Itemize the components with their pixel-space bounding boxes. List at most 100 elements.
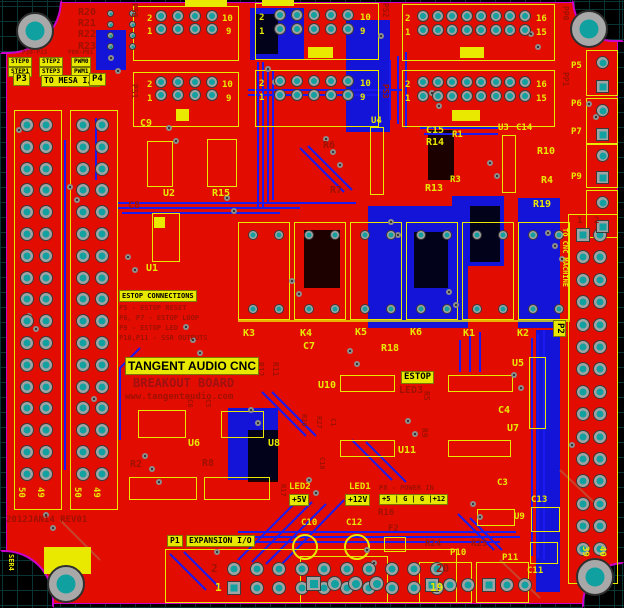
pads-p4-pin[interactable] [95,270,109,285]
pads-k5-pin[interactable] [360,304,370,314]
pads-p2-pin[interactable] [576,272,590,287]
pads-ps3-pin[interactable] [325,89,337,101]
pads-p3-pin[interactable] [39,423,53,438]
pads-p2-pin[interactable] [576,474,590,489]
rnet-left[interactable] [129,477,197,500]
pads-p2-pin[interactable] [576,250,590,265]
relay-k4[interactable] [294,222,346,320]
pads-p2-pin[interactable] [576,429,590,444]
pads-pp0-pin[interactable] [431,10,444,22]
ic-u5[interactable] [529,357,546,429]
pads-pp0-pin[interactable] [446,10,458,22]
pads-p4-pin[interactable] [95,183,109,198]
relay-k3[interactable] [238,222,290,320]
relay-k1[interactable] [462,222,514,320]
pads-p2-pin[interactable] [593,429,607,444]
pads-ps3-pin[interactable] [274,75,286,87]
pads-ps1-pin[interactable] [189,76,201,88]
pads-p4-pin[interactable] [95,466,109,481]
pads-p4-pin[interactable] [76,401,90,416]
ic-u4[interactable] [370,127,384,195]
pads-r20-r23-pin[interactable] [129,10,136,17]
pads-p4-pin[interactable] [95,292,109,307]
pads-p3-pin[interactable] [39,445,53,459]
pads-p4-pin[interactable] [95,423,109,438]
term-p5[interactable] [586,50,618,96]
pads-pp0-pin[interactable] [475,24,487,36]
pads-ps0-pin[interactable] [172,23,184,35]
pads-ps2-pin[interactable] [325,9,337,21]
pads-p10-pin[interactable] [443,578,457,592]
pads-ps3-pin[interactable] [325,75,337,87]
pads-ps2-pin[interactable] [308,23,320,35]
pads-p1-pin[interactable] [227,562,241,576]
rnet-r15[interactable] [207,139,237,187]
pads-p2-pin[interactable] [593,317,607,332]
relay-k5[interactable] [350,222,402,320]
pads-p2-pin[interactable] [576,228,590,242]
pads-p3-pin[interactable] [20,270,34,285]
pads-p3-pin[interactable] [39,183,53,198]
pads-pp1-pin[interactable] [460,90,473,102]
pcb-board[interactable] [6,2,618,604]
pads-ps1-pin[interactable] [172,76,184,88]
pads-k5-pin[interactable] [386,304,396,314]
pads-p2-pin[interactable] [593,295,607,310]
cap-c11[interactable] [530,542,558,564]
pads-pp0-pin[interactable] [504,24,516,36]
pads-pp0-pin[interactable] [446,24,458,36]
ic-u10[interactable] [340,375,395,392]
pads-p1-pin[interactable] [362,562,376,576]
pads-k6-pin[interactable] [442,304,452,314]
pads-p4-pin[interactable] [76,292,90,307]
header-ps3[interactable] [255,70,379,127]
pads-ps1-pin[interactable] [155,76,167,88]
pads-pp0-pin[interactable] [489,24,502,36]
pads-p4-pin[interactable] [76,227,90,241]
pads-p3-pin[interactable] [20,183,34,198]
relay-k6[interactable] [406,222,458,320]
pads-p9-pin[interactable] [596,220,609,233]
pads-ps0-pin[interactable] [206,23,218,35]
pads-p4-pin[interactable] [95,314,109,329]
pads-ps0-pin[interactable] [189,23,201,35]
pads-p1-pin[interactable] [429,562,444,576]
pads-p2-pin[interactable] [593,272,607,287]
pads-p3-pin[interactable] [39,466,53,481]
pads-p3-pin[interactable] [20,357,34,372]
pads-p3-pin[interactable] [20,379,34,394]
pads-p2-pin[interactable] [593,340,607,354]
relay-k2[interactable] [518,222,570,320]
ic-driver4[interactable] [448,440,511,457]
pads-p1-pin[interactable] [227,581,241,595]
pads-pp0-pin[interactable] [518,24,531,36]
pads-p4-pin[interactable] [95,227,109,241]
pads-pp0-pin[interactable] [431,24,444,36]
pads-pp1-pin[interactable] [417,90,429,102]
pads-p1-pin[interactable] [249,581,264,595]
pads-p1-pin[interactable] [407,581,421,595]
conn-p3[interactable] [14,110,62,510]
pads-p3-pin[interactable] [20,466,34,481]
pads-k4-pin[interactable] [304,230,314,240]
pads-p2-pin[interactable] [576,295,590,310]
pads-p1-pin[interactable] [339,562,354,576]
pads-p3-pin[interactable] [20,205,34,220]
pads-pp0-pin[interactable] [460,24,473,36]
pads-p3-pin[interactable] [20,139,34,154]
header-pp0[interactable] [402,4,555,61]
pads-ps2-pin[interactable] [274,23,286,35]
pads-p8-pin[interactable] [327,576,342,591]
pads-p3-pin[interactable] [39,205,53,220]
pads-r20-r23-pin[interactable] [107,21,114,28]
pads-p4-pin[interactable] [95,161,109,176]
pads-k2-pin[interactable] [554,304,564,314]
pads-p3-pin[interactable] [20,423,34,438]
header-ps2[interactable] [255,3,379,60]
pads-p8-pin[interactable] [369,576,384,591]
pads-pp0-pin[interactable] [417,24,429,36]
pads-p2-pin[interactable] [576,407,590,422]
pads-pp0-pin[interactable] [489,10,502,22]
pads-pp1-pin[interactable] [446,76,458,88]
pads-pp1-pin[interactable] [518,76,531,88]
